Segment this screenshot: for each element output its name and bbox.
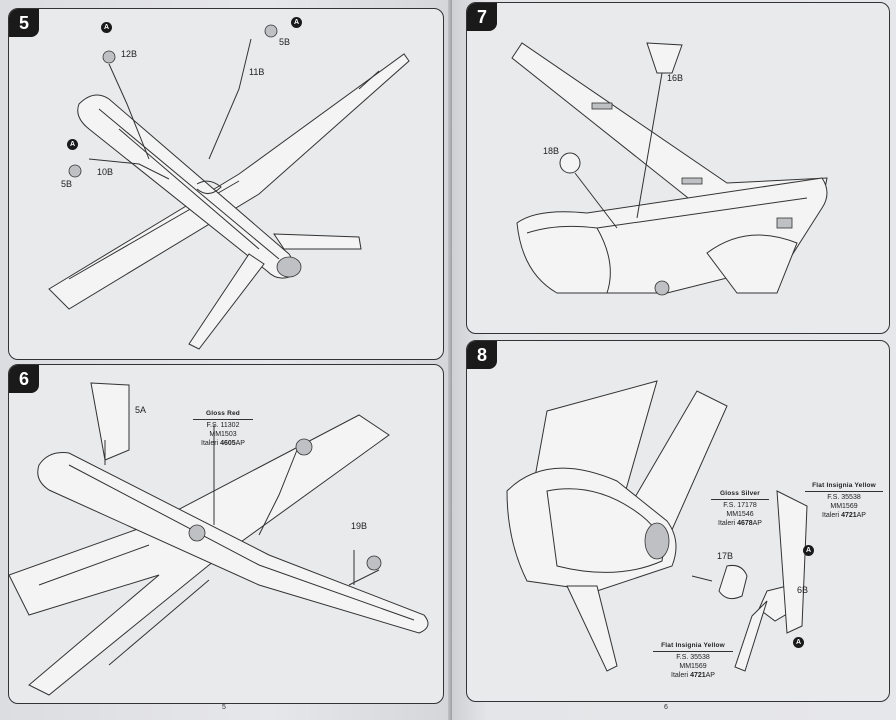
part-label-6b: 6B (797, 585, 809, 595)
paint-name: Gloss Red (193, 409, 253, 420)
step-7-panel: 7 16B 18B (466, 2, 890, 334)
part-label-19b: 19B (351, 521, 368, 531)
paint-mm-code: MM1546 (726, 511, 754, 518)
paint-name: Flat Insignia Yellow (653, 641, 733, 652)
paint-callout-flat-insignia-yellow: Flat Insignia Yellow F.S. 35538 MM1569 I… (653, 641, 733, 680)
paint-mm-code: MM1569 (830, 503, 858, 510)
paint-callout-flat-insignia-yellow: Flat Insignia Yellow F.S. 35538 MM1569 I… (805, 481, 883, 520)
page-right: 7 16B 18B 8 (452, 0, 896, 720)
part-label-5a: 5A (135, 405, 147, 415)
step-8-number: 8 (467, 341, 497, 369)
part-label-5b: 5B (61, 179, 73, 189)
paint-mm-code: MM1569 (679, 663, 707, 670)
paint-italeri-code: Italeri 4605AP (201, 440, 245, 447)
callout-a-icon: A (793, 637, 804, 648)
page-number-left: 5 (222, 704, 226, 711)
paint-callout-gloss-red: Gloss Red F.S. 11302 MM1503 Italeri 4605… (193, 409, 253, 448)
step-5-drawing (48, 24, 410, 350)
page-left: 5 A 12B (0, 0, 452, 720)
step-7-drawing (511, 42, 828, 296)
part-label-10b: 10B (97, 167, 114, 177)
step-8-panel: 8 Gloss Silver F.S. 17178 MM1546 Italeri… (466, 340, 890, 702)
page-number-right: 6 (664, 704, 668, 711)
step-6-number: 6 (9, 365, 39, 393)
callout-a-icon: A (291, 17, 302, 28)
step-7-number: 7 (467, 3, 497, 31)
callout-a-icon: A (67, 139, 78, 150)
paint-italeri-code: Italeri 4721AP (822, 512, 866, 519)
paint-fs-code: F.S. 17178 (723, 502, 757, 509)
part-label-11b: 11B (249, 67, 265, 77)
paint-mm-code: MM1503 (209, 431, 237, 438)
callout-a-icon: A (803, 545, 814, 556)
part-label-5b: 5B (279, 37, 291, 47)
paint-name: Flat Insignia Yellow (805, 481, 883, 492)
paint-italeri-code: Italeri 4721AP (671, 672, 715, 679)
callout-a-icon: A (101, 22, 112, 33)
paint-italeri-code: Italeri 4678AP (718, 520, 762, 527)
step-5-panel: 5 A 12B (8, 8, 444, 360)
paint-callout-gloss-silver: Gloss Silver F.S. 17178 MM1546 Italeri 4… (711, 489, 769, 528)
step-8-drawing (506, 380, 808, 672)
part-label-16b: 16B (667, 73, 684, 83)
paint-name: Gloss Silver (711, 489, 769, 500)
step-6-panel: 6 5A Gloss Red (8, 364, 444, 704)
step-6-drawing (9, 382, 429, 696)
paint-fs-code: F.S. 35538 (827, 494, 861, 501)
part-label-17b: 17B (717, 551, 734, 561)
paint-fs-code: F.S. 35538 (676, 654, 710, 661)
paint-fs-code: F.S. 11302 (206, 422, 240, 429)
step-5-number: 5 (9, 9, 39, 37)
part-label-18b: 18B (543, 146, 560, 156)
part-label-12b: 12B (121, 49, 138, 59)
